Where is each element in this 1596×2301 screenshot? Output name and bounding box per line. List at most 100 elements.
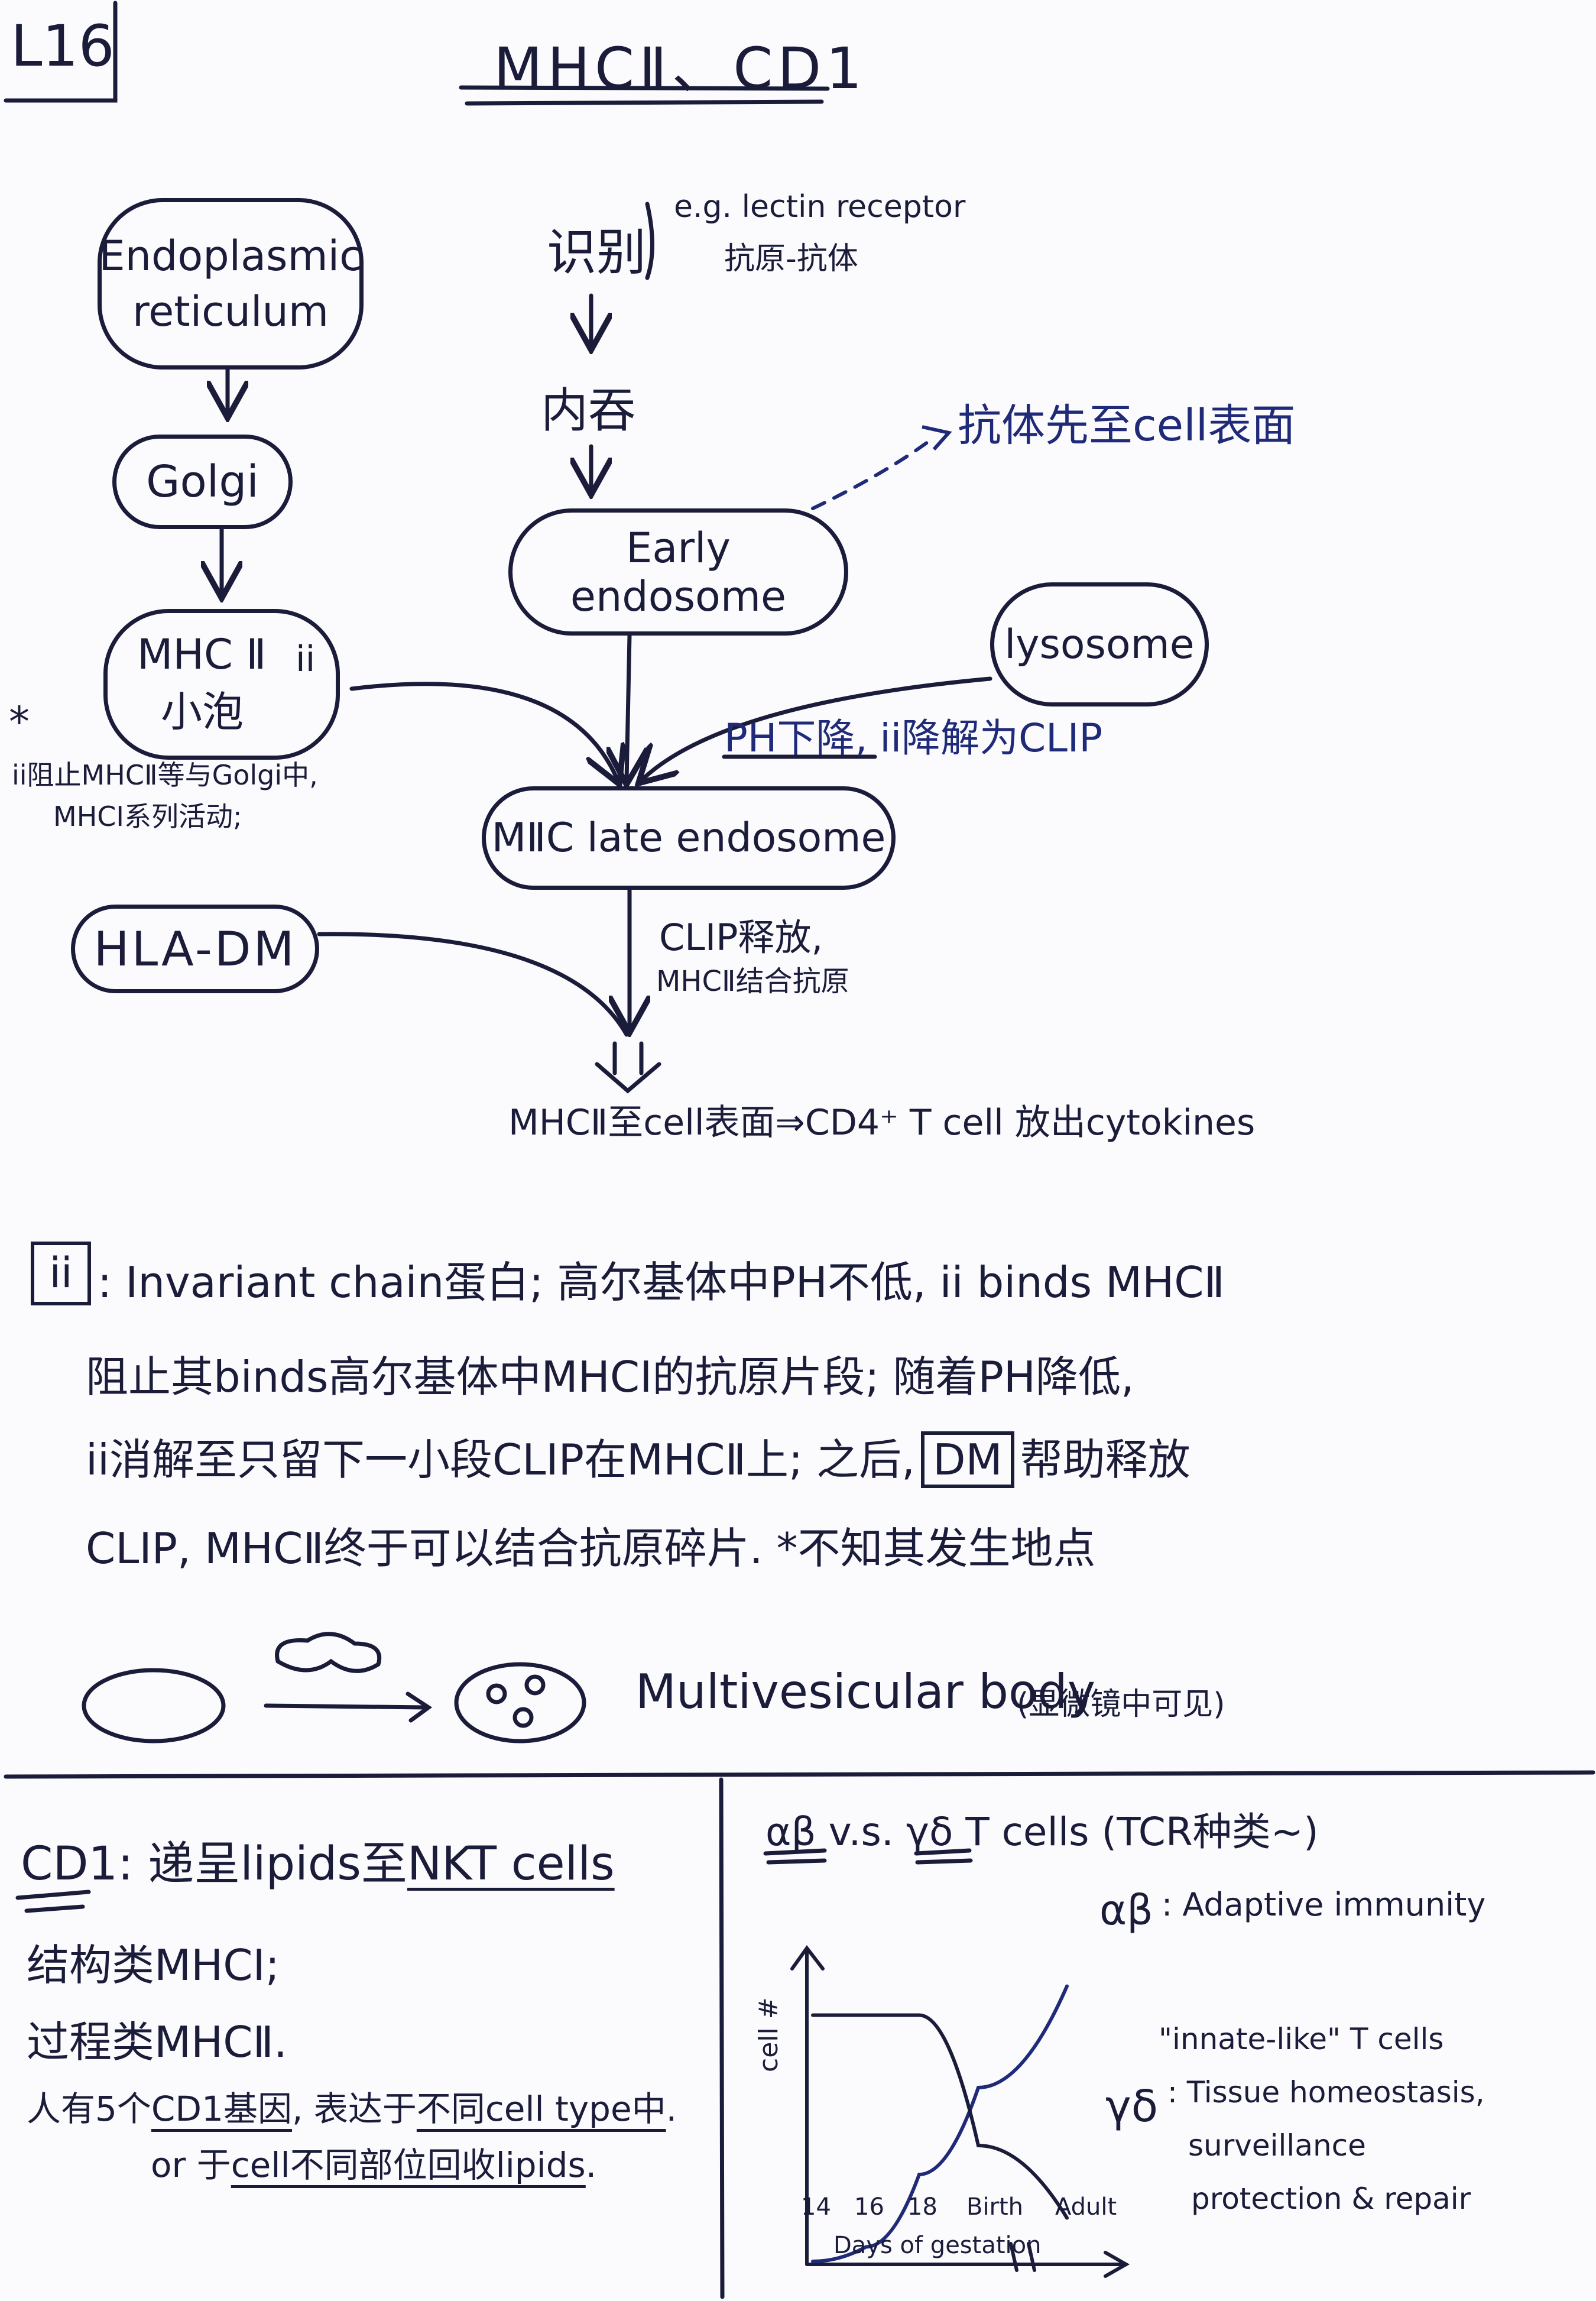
lysosome-box: lysosome <box>990 582 1209 706</box>
chart-y-label: cell # <box>754 1997 784 2072</box>
explanation-line4: CLIP, MHCⅡ终于可以结合抗原碎片. *不知其发生地点 <box>86 1524 1096 1573</box>
tcell-chart <box>790 1944 1130 2278</box>
page-title: MHCⅡ、CD1 <box>494 35 867 102</box>
cd1-line3-d: 不同cell type中 <box>416 2089 666 2129</box>
cd1-heading-a: CD1: 递呈lipids至 <box>21 1837 407 1891</box>
ii-mark: ii <box>296 639 316 680</box>
explanation-line3-a: ii消解至只留下一小段CLIP在MHCⅡ上; 之后, <box>86 1435 916 1485</box>
endocytosis-label: 内吞 <box>541 383 635 438</box>
chart-x-tick-label: 16 <box>854 2193 884 2221</box>
ii-note-line2: MHCⅠ系列活动; <box>53 801 242 832</box>
lecture-tag: L16 <box>11 13 115 79</box>
arrow-early-late <box>627 633 630 780</box>
cd1-line3: 人有5个CD1基因, 表达于不同cell type中. <box>27 2081 677 2131</box>
mvb-vesicle-1 <box>486 1683 507 1704</box>
clip-note-line1: CLIP释放, <box>659 916 823 959</box>
ii-box: ii <box>31 1242 91 1305</box>
vesicle-ellipse <box>82 1668 226 1743</box>
cd1-line4-a: or 于 <box>151 2145 231 2185</box>
tcell-heading-b: v.s. <box>816 1809 906 1855</box>
mvb-label: Multivesicular body <box>635 1664 1096 1719</box>
cd1-heading-b: NKT cells <box>407 1837 615 1891</box>
ph-note-a: PH下降 <box>724 715 855 761</box>
mvb-vesicle-3 <box>512 1707 534 1728</box>
mvb-arrow <box>264 1691 433 1723</box>
hla-dm-box: HLA-DM <box>71 905 319 993</box>
cd1-line4-c: . <box>585 2145 597 2185</box>
ab-underline <box>763 1848 827 1865</box>
early-endosome-box: Early endosome <box>508 508 848 636</box>
result-text: MHCⅡ至cell表面⇒CD4⁺ T cell 放出cytokines <box>508 1102 1256 1143</box>
ab-desc: : Adaptive immunity <box>1162 1886 1486 1923</box>
antibody-dashed-arrow <box>811 436 936 510</box>
antibody-note: 抗体先至cell表面 <box>958 400 1296 451</box>
arrow-mhc2-late <box>349 682 618 780</box>
golgi-shape <box>275 1632 381 1673</box>
gd-desc-line2: surveillance <box>1188 2128 1366 2163</box>
chart-x-tick-label: 18 <box>907 2193 938 2221</box>
cd1-line3-a: 人有5个 <box>27 2089 151 2129</box>
mvb-note: (显微镜中可见) <box>1017 1687 1225 1722</box>
gd-desc-line1: : Tissue homeostasis, <box>1167 2075 1485 2109</box>
title-underline <box>459 85 830 91</box>
chart-series-line-ab <box>811 1984 1069 2263</box>
double-arrow-result <box>595 1041 661 1094</box>
mhc2-vesicle-line1: MHC Ⅱ <box>137 630 267 679</box>
dm-box: DM <box>921 1431 1014 1488</box>
er-box: Endoplasmic reticulum <box>98 198 364 370</box>
star-mark: * <box>9 698 30 746</box>
explanation-line2: 阻止其binds高尔基体中MHCⅠ的抗原片段; 随着PH降低, <box>86 1352 1134 1402</box>
recognize-eg-line1: e.g. lectin receptor <box>674 189 966 225</box>
cd1-line2: 过程类MHCⅡ. <box>27 2017 287 2067</box>
gd-underline <box>914 1848 973 1865</box>
lecture-tag-frame <box>4 1 118 103</box>
clip-note-line2: MHCⅡ结合抗原 <box>656 965 849 998</box>
late-endosome-box: MⅡC late endosome <box>482 786 896 890</box>
cd1-line1: 结构类MHCⅠ; <box>27 1940 280 1990</box>
recognize-bracket <box>645 202 654 280</box>
innate-like-label: "innate-like" T cells <box>1159 2022 1444 2056</box>
ab-label: αβ <box>1099 1886 1153 1934</box>
cd1-line3-b: CD1基因 <box>151 2089 292 2129</box>
tcell-heading-c: γδ <box>906 1809 953 1855</box>
chart-y-arrowhead <box>790 1944 825 1971</box>
explanation-line1: : Invariant chain蛋白; 高尔基体中PH不低, ii binds… <box>98 1258 1225 1307</box>
cd1-line4-b: cell不同部位回收lipids <box>231 2145 586 2185</box>
axis-break <box>1009 2242 1036 2272</box>
mvb-ellipse <box>454 1662 586 1743</box>
ph-note-b: , ii降解为CLIP <box>855 715 1103 761</box>
golgi-box: Golgi <box>112 435 293 529</box>
cd1-double-underline <box>15 1890 91 1913</box>
gd-label: γδ <box>1105 2081 1159 2132</box>
ph-note: PH下降, ii降解为CLIP <box>724 706 1102 763</box>
gd-desc-line3: protection & repair <box>1191 2182 1471 2216</box>
tcell-heading-a: αβ <box>765 1809 816 1855</box>
tcell-heading: αβ v.s. γδ T cells (TCR种类~) <box>765 1800 1319 1857</box>
chart-x-tick-label: 14 <box>801 2193 831 2221</box>
section-divider <box>4 1770 1595 1779</box>
recognize-label: 识别 <box>547 223 647 281</box>
chart-x-label: Days of gestation <box>833 2232 1042 2259</box>
antibody-arrowhead <box>922 425 952 451</box>
explanation-line3-b: 帮助释放 <box>1020 1435 1190 1485</box>
chart-x-arrowhead <box>1104 2251 1130 2278</box>
column-divider <box>719 1777 725 2299</box>
chart-x-tick-label: Adult <box>1055 2193 1117 2221</box>
chart-x-tick-label: Birth <box>966 2193 1024 2221</box>
ii-note-line1: ii阻止MHCⅡ等与Golgi中, <box>12 759 318 791</box>
arrow-lysosome-late <box>641 676 992 780</box>
tcell-heading-d: T cells (TCR种类~) <box>953 1809 1319 1855</box>
mhc2-vesicle-line2: 小泡 <box>161 688 244 736</box>
title-underline-2 <box>465 99 824 106</box>
cd1-heading: CD1: 递呈lipids至NKT cells <box>21 1827 615 1893</box>
mvb-vesicle-2 <box>524 1674 546 1696</box>
mhc2-vesicle-box: MHC Ⅱ 小泡 <box>103 609 340 760</box>
chart-series-line-gd <box>811 2013 1069 2220</box>
cd1-line3-e: . <box>666 2089 677 2129</box>
cd1-line3-c: , 表达于 <box>291 2089 417 2129</box>
recognize-eg-line2: 抗原-抗体 <box>724 241 858 277</box>
arrow-hladm-merge <box>317 932 629 1037</box>
cd1-line4: or 于cell不同部位回收lipids. <box>151 2137 596 2187</box>
